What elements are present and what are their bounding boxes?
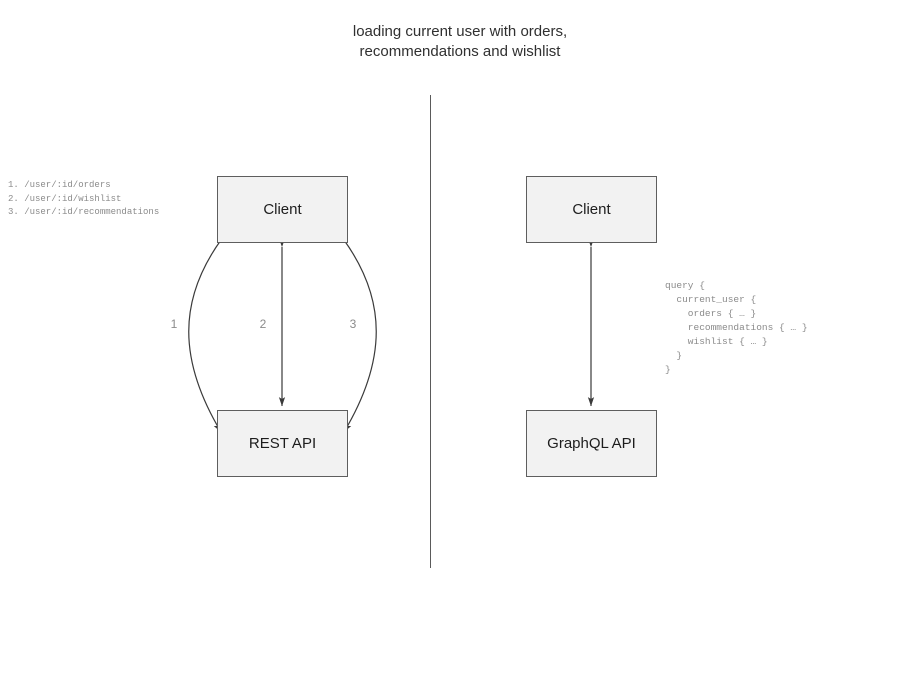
edge-label-2: 2 [259,317,267,331]
node-graphql-api[interactable]: GraphQL API [526,410,657,477]
node-graphql-client-label: Client [572,201,611,218]
node-graphql-client[interactable]: Client [526,176,657,243]
panel-divider [430,95,431,568]
node-rest-client-label: Client [263,201,302,218]
node-rest-client[interactable]: Client [217,176,348,243]
edge-rest-3 [336,230,377,433]
node-rest-api[interactable]: REST API [217,410,348,477]
rest-endpoint-list: 1. /user/:id/orders 2. /user/:id/wishlis… [8,180,160,217]
edge-rest-1 [188,230,229,433]
node-rest-api-label: REST API [248,435,317,452]
node-graphql-api-label: GraphQL API [547,435,636,452]
edge-label-3: 3 [349,317,357,331]
edge-label-1: 1 [170,317,178,331]
page-title: loading current user with orders, recomm… [352,23,568,60]
graphql-query-snippet: query { current_user { orders { … } reco… [665,280,808,375]
